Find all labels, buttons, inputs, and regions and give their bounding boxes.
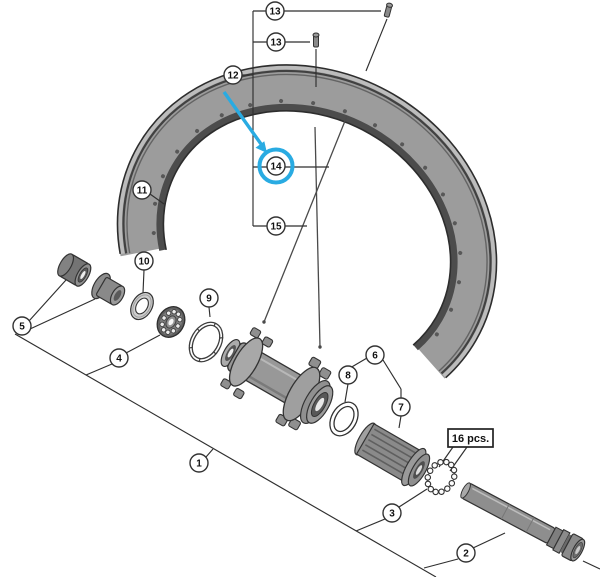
svg-text:6: 6 bbox=[372, 351, 378, 362]
callout-10: 10 bbox=[134, 251, 154, 271]
svg-text:14: 14 bbox=[270, 162, 282, 173]
svg-text:8: 8 bbox=[345, 371, 351, 382]
quantity-label: 16 pcs. bbox=[452, 433, 489, 445]
svg-text:1: 1 bbox=[196, 459, 202, 470]
callout-7: 7 bbox=[391, 397, 411, 417]
callout-5: 5 bbox=[12, 316, 32, 336]
o-ring bbox=[329, 401, 359, 437]
hub-body bbox=[220, 327, 334, 431]
highlight-arrow-shaft bbox=[222, 91, 263, 145]
callout-1: 1 bbox=[189, 453, 209, 473]
svg-text:12: 12 bbox=[227, 71, 239, 82]
wheel-rim bbox=[116, 64, 498, 422]
callout-14: 14 bbox=[266, 156, 286, 176]
callout-13-top: 13 bbox=[265, 1, 285, 21]
svg-text:7: 7 bbox=[398, 403, 404, 414]
spoke-nipple bbox=[312, 32, 320, 48]
callout-11: 11 bbox=[132, 180, 152, 200]
highlight-circle bbox=[257, 147, 295, 185]
highlight-arrow-head bbox=[255, 141, 267, 153]
svg-text:2: 2 bbox=[463, 549, 469, 560]
svg-text:4: 4 bbox=[116, 354, 122, 365]
snap-ring bbox=[188, 321, 224, 363]
spoke-short bbox=[314, 126, 322, 349]
callout-8: 8 bbox=[338, 365, 358, 385]
cone-spacer bbox=[91, 272, 126, 306]
quantity-box: 16 pcs. bbox=[447, 428, 494, 448]
spoke-nipple bbox=[383, 2, 393, 18]
bearing-balls bbox=[159, 309, 183, 335]
callout-12: 12 bbox=[223, 65, 243, 85]
ball-bearing bbox=[156, 306, 186, 338]
callout-13: 13 bbox=[266, 32, 286, 52]
svg-text:10: 10 bbox=[138, 257, 150, 268]
svg-text:13: 13 bbox=[269, 7, 281, 18]
thru-axle bbox=[460, 482, 586, 562]
svg-text:13: 13 bbox=[270, 38, 282, 49]
callout-6: 6 bbox=[365, 345, 385, 365]
freehub-body bbox=[354, 422, 431, 487]
svg-text:15: 15 bbox=[270, 222, 282, 233]
retainer-balls bbox=[424, 458, 458, 496]
callout-2: 2 bbox=[456, 543, 476, 563]
spoke-long bbox=[262, 115, 348, 324]
callout-15: 15 bbox=[266, 216, 286, 236]
svg-text:3: 3 bbox=[389, 509, 395, 520]
callout-3: 3 bbox=[382, 503, 402, 523]
ball-retainer bbox=[424, 458, 458, 496]
svg-text:5: 5 bbox=[19, 322, 25, 333]
axle-end-cap bbox=[57, 253, 92, 287]
seal-washer bbox=[130, 291, 154, 321]
callout-4: 4 bbox=[109, 348, 129, 368]
svg-text:9: 9 bbox=[206, 294, 212, 305]
svg-text:11: 11 bbox=[137, 186, 148, 197]
highlight-annotation bbox=[222, 91, 295, 185]
rim-spoke-holes bbox=[151, 98, 463, 337]
callout-9: 9 bbox=[199, 288, 219, 308]
